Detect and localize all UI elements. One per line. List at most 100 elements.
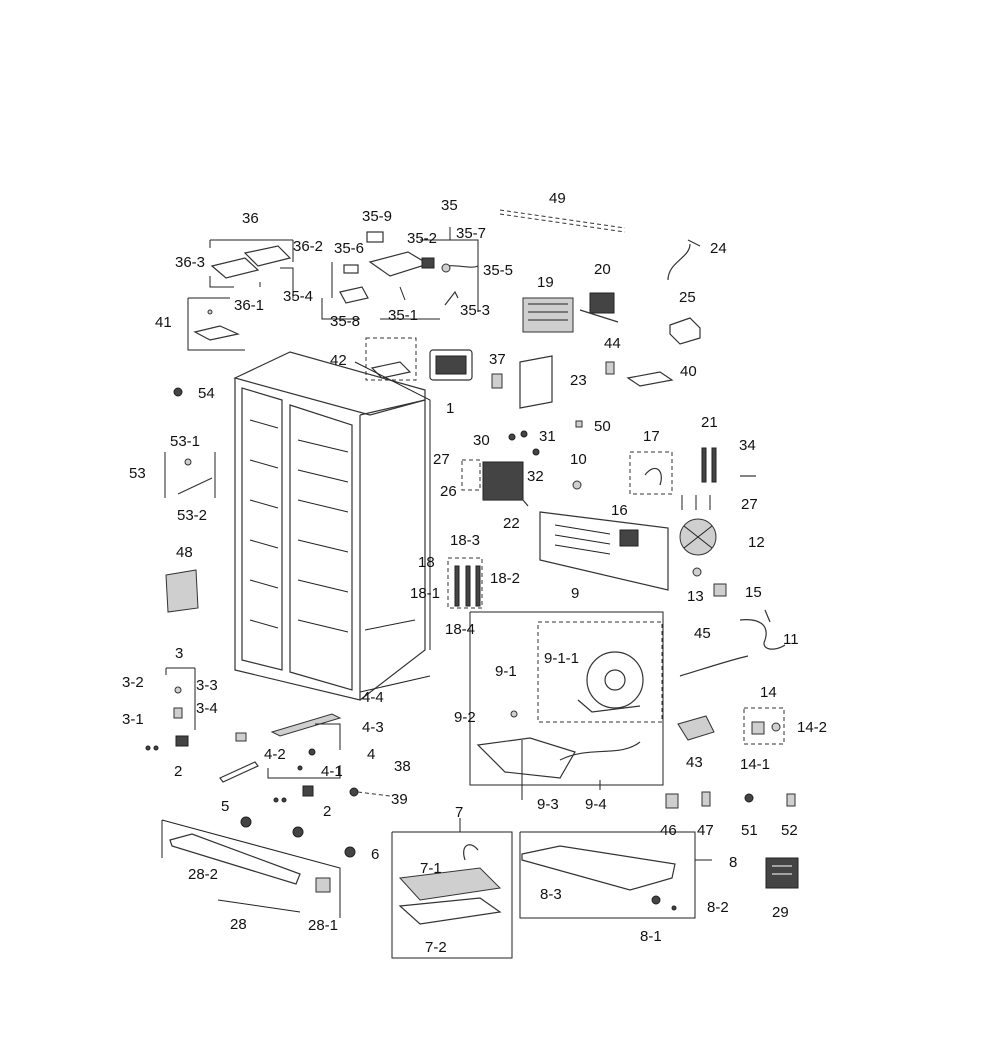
leader-36 [209, 239, 294, 262]
label-14-2: 14-2 [797, 719, 828, 736]
label-13: 13 [687, 588, 704, 605]
label-34: 34 [739, 437, 756, 454]
label-18: 18 [418, 554, 435, 571]
part-20-damper [579, 292, 619, 323]
label-10: 10 [570, 451, 587, 468]
part-36-cover [209, 245, 294, 298]
part-7-group [391, 818, 513, 959]
label-8-3: 8-3 [540, 886, 562, 903]
label-29: 29 [772, 904, 789, 921]
label-3: 3 [175, 645, 184, 662]
part-24-harness [667, 239, 701, 281]
label-35-6: 35-6 [334, 240, 365, 257]
label-18-2: 18-2 [490, 570, 521, 587]
label-9-1-1: 9-1-1 [544, 650, 580, 667]
part-38-39 [349, 787, 391, 797]
part-foot [240, 816, 252, 828]
label-35-8: 35-8 [330, 313, 361, 330]
label-30: 30 [473, 432, 490, 449]
part-25-bracket [669, 317, 701, 345]
part-37 [491, 373, 503, 389]
label-3-4: 3-4 [196, 700, 218, 717]
part-1-display [429, 349, 473, 381]
part-51 [744, 793, 754, 803]
part-52 [786, 793, 796, 807]
label-43: 43 [686, 754, 703, 771]
cabinet-body [233, 351, 426, 701]
part-16-evaporator-cover [539, 511, 669, 591]
label-21: 21 [701, 414, 718, 431]
label-22: 22 [503, 515, 520, 532]
part-13 [692, 567, 702, 577]
label-28-2: 28-2 [188, 866, 219, 883]
label-7-1: 7-1 [420, 860, 442, 877]
part-49-rail [499, 209, 626, 233]
label-50: 50 [594, 418, 611, 435]
leader-4-4 [359, 675, 431, 693]
label-24: 24 [710, 240, 727, 257]
label-36: 36 [242, 210, 259, 227]
label-47: 47 [697, 822, 714, 839]
label-2a: 2 [174, 763, 183, 780]
label-18-1: 18-1 [410, 585, 441, 602]
label-8-2: 8-2 [707, 899, 729, 916]
part-21-rods [701, 447, 717, 483]
label-45: 45 [694, 625, 711, 642]
part-46 [665, 793, 679, 809]
part-10 [572, 480, 582, 490]
part-2 [302, 785, 314, 797]
part-50 [575, 420, 583, 428]
label-4-1: 4-1 [321, 763, 343, 780]
label-31: 31 [539, 428, 556, 445]
label-8-1: 8-1 [640, 928, 662, 945]
label-48: 48 [176, 544, 193, 561]
label-52: 52 [781, 822, 798, 839]
label-35-3: 35-3 [460, 302, 491, 319]
label-53: 53 [129, 465, 146, 482]
label-4-3: 4-3 [362, 719, 384, 736]
label-17: 17 [643, 428, 660, 445]
part-17-sensor [629, 451, 673, 495]
part-14-group [743, 707, 785, 745]
label-35-2: 35-2 [407, 230, 438, 247]
part-23-panel [519, 355, 553, 409]
part-8-group [519, 831, 712, 919]
label-9: 9 [571, 585, 580, 602]
label-4-2: 4-2 [264, 746, 286, 763]
label-35-4: 35-4 [283, 288, 314, 305]
part-44 [605, 361, 615, 375]
part-5-rail [219, 761, 259, 783]
label-27b: 27 [741, 496, 758, 513]
part-11-harness [739, 609, 786, 650]
part-4-group [235, 713, 342, 779]
part-26-filter [461, 459, 529, 507]
label-23: 23 [570, 372, 587, 389]
label-6: 6 [371, 846, 380, 863]
label-25: 25 [679, 289, 696, 306]
label-36-1: 36-1 [234, 297, 265, 314]
label-49: 49 [549, 190, 566, 207]
part-18-group [429, 557, 483, 625]
label-8: 8 [729, 854, 738, 871]
leader-35 [420, 227, 479, 312]
label-19: 19 [537, 274, 554, 291]
part-foot [292, 826, 304, 838]
label-36-2: 36-2 [293, 238, 324, 255]
part-30 [508, 433, 516, 441]
part-3-group [145, 667, 196, 751]
label-46: 46 [660, 822, 677, 839]
label-1: 1 [446, 400, 455, 417]
part-47 [701, 791, 711, 807]
label-41: 41 [155, 314, 172, 331]
label-35-5: 35-5 [483, 262, 514, 279]
label-15: 15 [745, 584, 762, 601]
part-28-base [161, 819, 341, 918]
label-18-3: 18-3 [450, 532, 481, 549]
label-20: 20 [594, 261, 611, 278]
label-14: 14 [760, 684, 777, 701]
part-31 [520, 430, 528, 438]
label-3-1: 3-1 [122, 711, 144, 728]
label-4-4: 4-4 [362, 689, 384, 706]
